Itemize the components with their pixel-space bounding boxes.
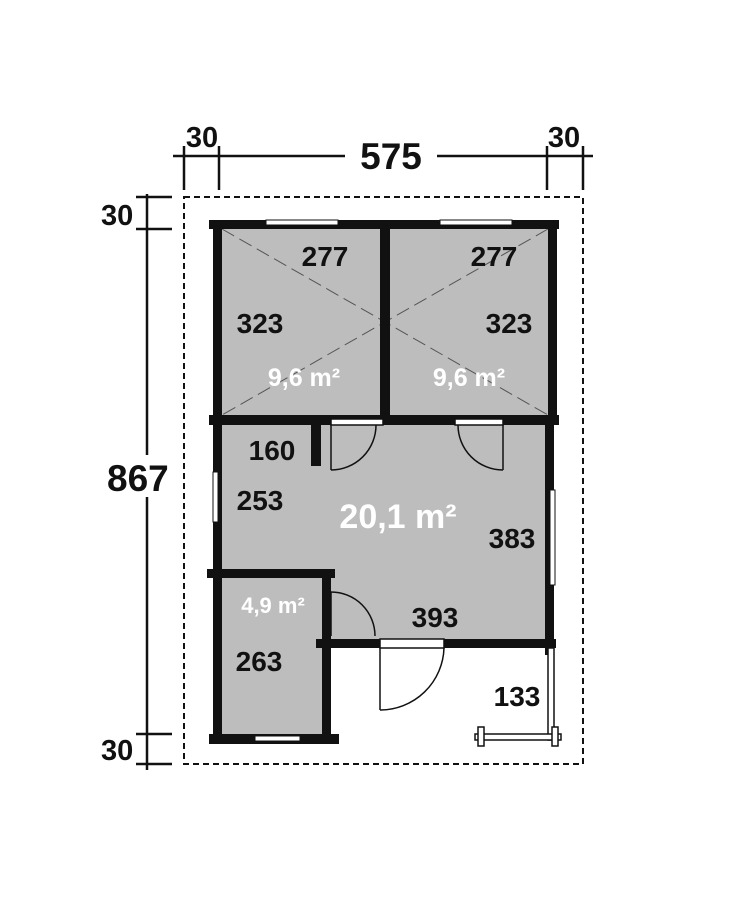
top-overhang-label: 30 bbox=[101, 200, 133, 232]
small-area-label: 4,9 m² bbox=[241, 593, 305, 618]
main-area-label: 20,1 m² bbox=[339, 498, 456, 536]
main-depth-label: 383 bbox=[489, 523, 536, 554]
bottom-overhang-label: 30 bbox=[101, 735, 133, 767]
small-depth-label: 263 bbox=[236, 646, 283, 677]
room-fills bbox=[222, 229, 548, 734]
top-left-depth-label: 323 bbox=[237, 308, 284, 339]
top-left-width-label: 277 bbox=[302, 241, 349, 272]
top-right-area-label: 9,6 m² bbox=[433, 364, 505, 392]
main-nook-depth-label: 253 bbox=[237, 485, 284, 516]
doors bbox=[330, 418, 504, 711]
overall-depth-label: 867 bbox=[107, 458, 169, 499]
room-small bbox=[222, 578, 322, 734]
top-right-width-label: 277 bbox=[471, 241, 518, 272]
porch-depth-label: 133 bbox=[494, 681, 541, 712]
main-width-label: 393 bbox=[412, 602, 459, 633]
windows bbox=[212, 219, 556, 742]
dimension-lines bbox=[136, 146, 593, 770]
right-overhang-label: 30 bbox=[548, 122, 580, 154]
main-nook-width-label: 160 bbox=[249, 435, 296, 466]
top-right-depth-label: 323 bbox=[486, 308, 533, 339]
roof-outline bbox=[183, 196, 584, 765]
left-overhang-label: 30 bbox=[186, 122, 218, 154]
room-top-left bbox=[222, 229, 380, 415]
top-left-area-label: 9,6 m² bbox=[268, 364, 340, 392]
porch-railing bbox=[474, 647, 562, 747]
overall-width-label: 575 bbox=[360, 136, 422, 177]
room-top-right bbox=[390, 229, 548, 415]
